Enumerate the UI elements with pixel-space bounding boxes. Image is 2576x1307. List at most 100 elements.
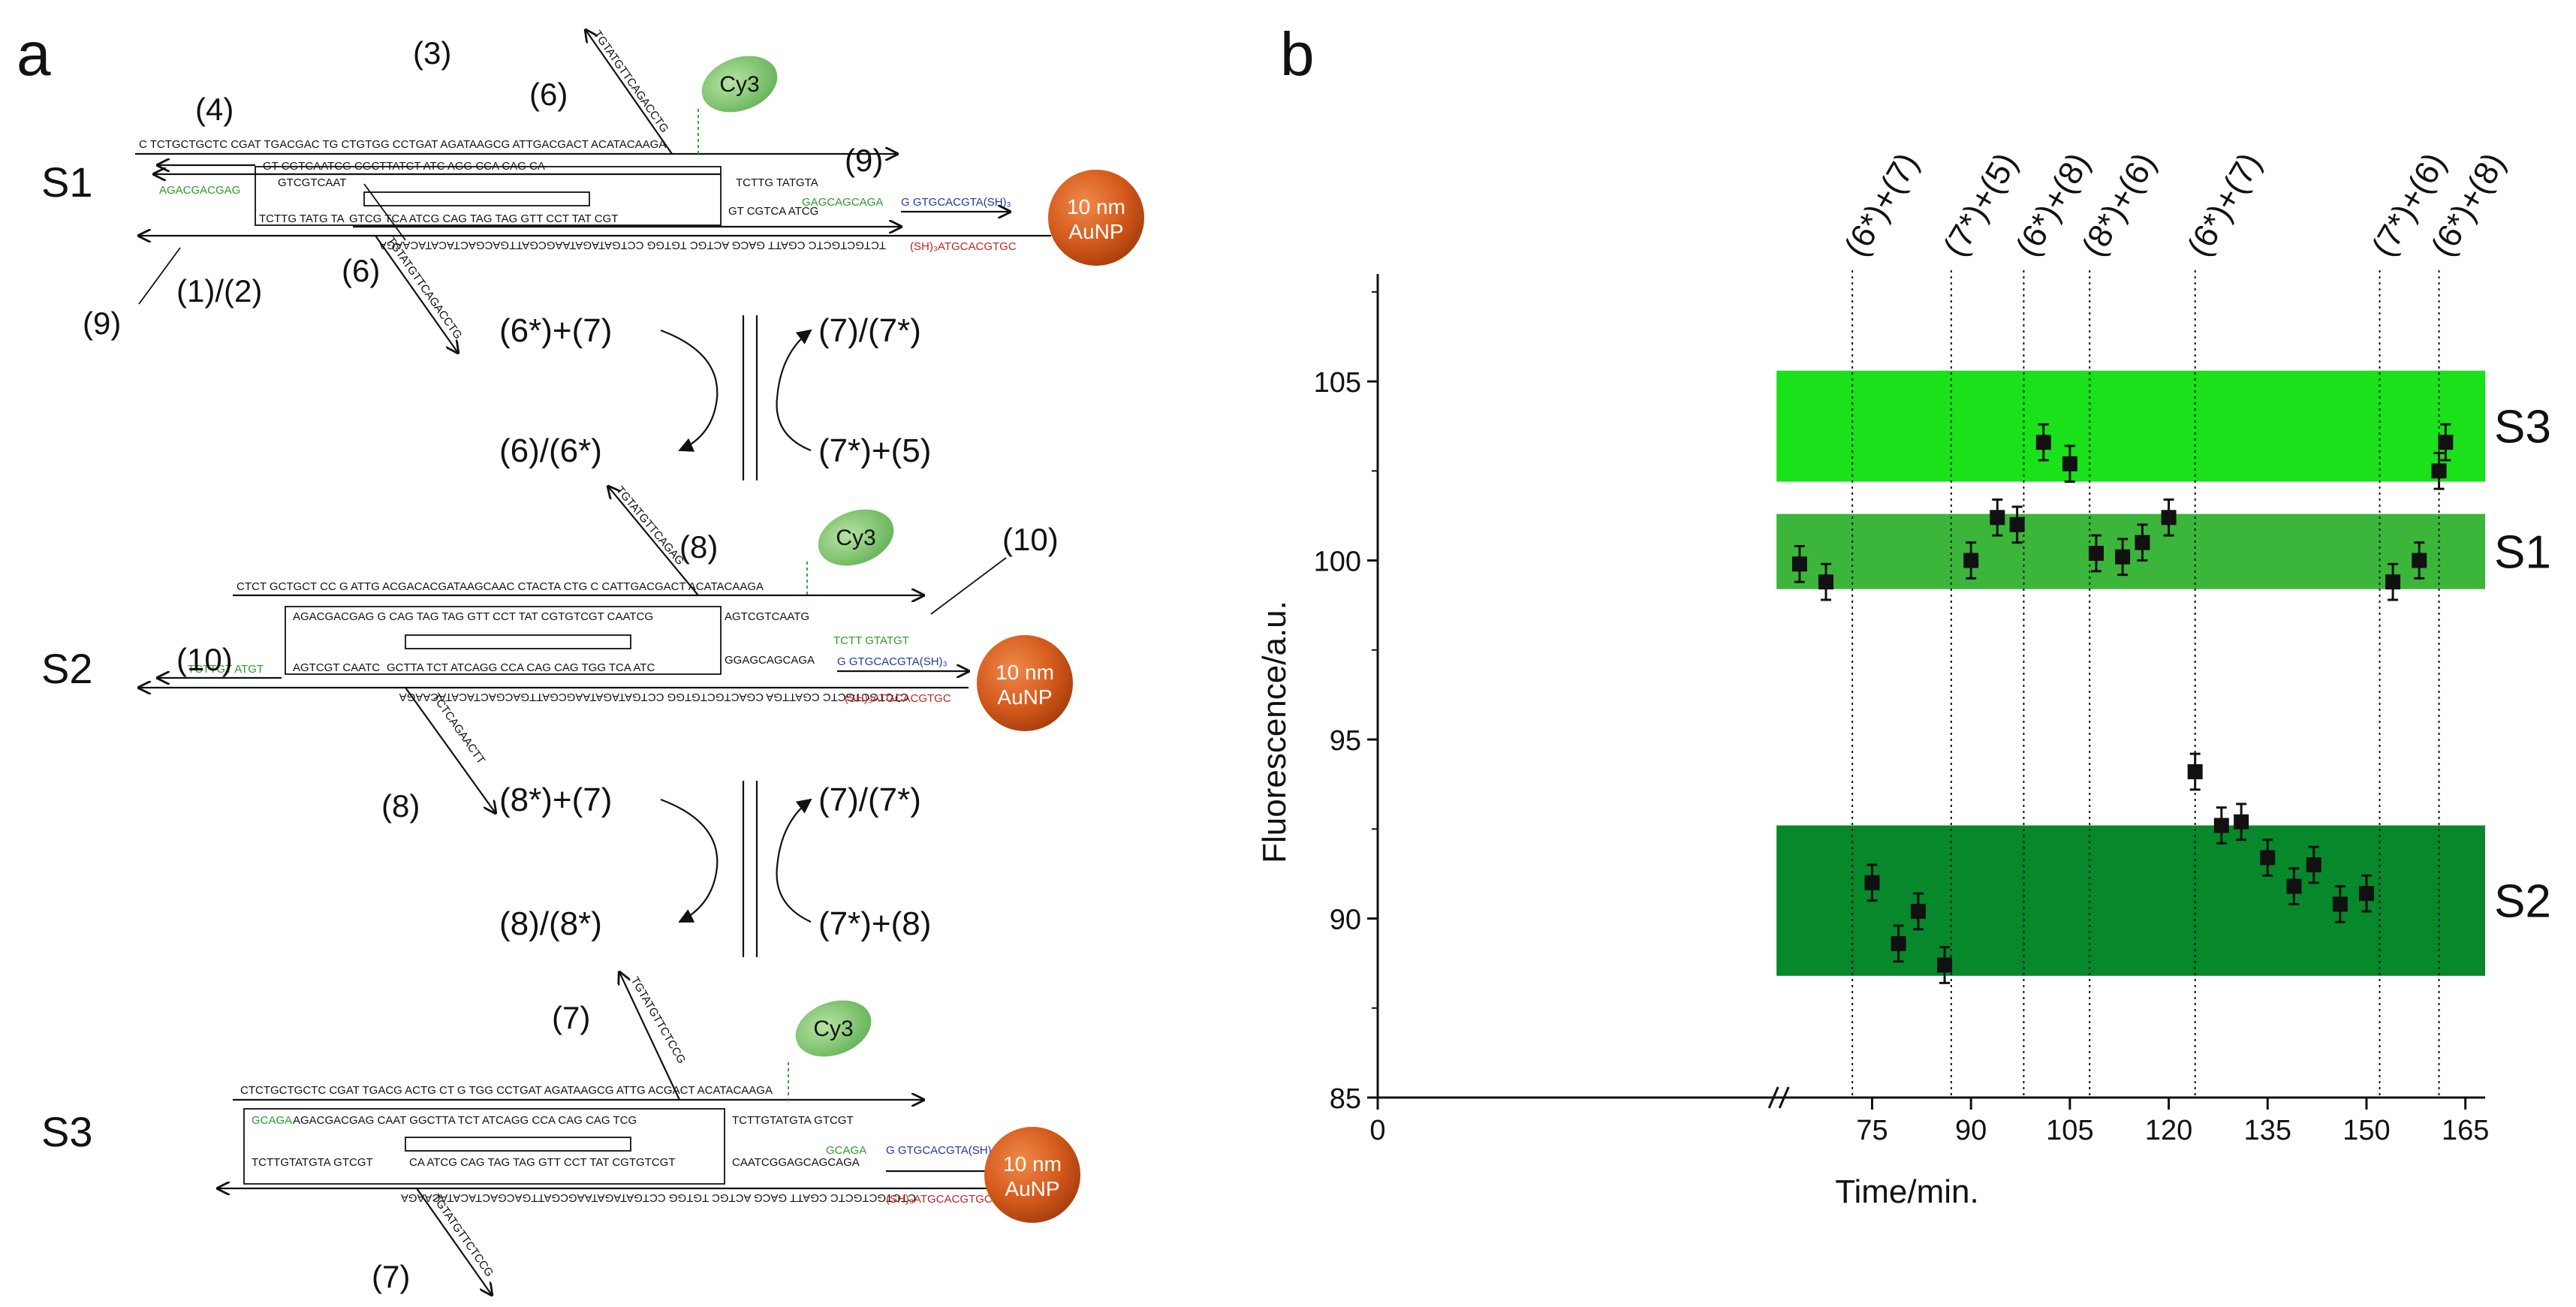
data-point (1891, 935, 1906, 951)
y-tick-label: 105 (1314, 367, 1361, 399)
axis-break-mark (1767, 1086, 1779, 1109)
cy3-label: Cy3 (836, 526, 875, 550)
diagonal-down-strand (375, 235, 458, 353)
top-sequence: CTCTGCTGCTC CGAT TGACG ACTG CT G TGG CCT… (240, 1084, 773, 1097)
inner-top-sequence: GT CGTCAATCG CGCTTATCT ATC AGG CCA CAG C… (263, 160, 545, 173)
axis-break-mark (1778, 1086, 1790, 1109)
green-left-sequence: GCAGA (252, 1114, 292, 1127)
diagonal-down-strand (405, 687, 496, 813)
panel-a: a S1 C TCTGCTGCTC CGAT TGACGAC TG CTGTGG… (17, 20, 1144, 1295)
data-point (1963, 553, 1979, 568)
data-point (2088, 546, 2104, 562)
domain-label: (10) (176, 642, 233, 677)
data-point (2035, 435, 2051, 450)
data-point (2062, 456, 2077, 471)
data-point (2115, 549, 2131, 565)
domain-box (405, 1137, 631, 1152)
diagonal-up-sequence: TGTATGTTCTCCG (628, 975, 688, 1066)
domain-label: (6) (529, 77, 568, 112)
domain-label: (8) (381, 788, 420, 824)
x-tick-label: 75 (1856, 1115, 1888, 1146)
np-name-label: AuNP (1068, 220, 1123, 243)
inner-right-sequence: TCTTG TATGTA (736, 176, 818, 189)
cycle-output-right: (7)/(7*) (818, 781, 921, 818)
x-tick-label: 90 (1955, 1115, 1987, 1146)
inner-top-sequence: AGACGACGAG G CAG TAG TAG GTT CCT TAT CGT… (293, 610, 653, 623)
band-label: S3 (2494, 402, 2551, 453)
strand-exchange-cycle-2: (8*)+(7) (7)/(7*) (8)/(8*) (7*)+(8) (499, 781, 931, 957)
data-point (2213, 818, 2229, 833)
domain-box (405, 634, 631, 649)
green-right-sequence: TCTT GTATGT (833, 634, 909, 647)
x-tick-label: 135 (2244, 1115, 2291, 1146)
gold-nanoparticle (984, 1127, 1080, 1223)
inner-tail-sequence: GT CGTCA ATCG (728, 205, 818, 218)
inner-tail-sequence: GGAGCAGCAGA (725, 654, 815, 667)
gold-nanoparticle (977, 635, 1073, 731)
cy3-dye (795, 1000, 872, 1057)
data-point (1791, 556, 1807, 572)
data-point (2234, 814, 2249, 830)
diagonal-up-strand (619, 972, 680, 1101)
curved-arrow-right (776, 329, 812, 452)
np-size-label: 10 nm (1067, 195, 1125, 218)
blue-sequence: G GTGCACGTA(SH)₃ (886, 1144, 996, 1157)
inner-mid-sequence: GTCGTCAAT (278, 176, 346, 189)
band-label: S2 (2494, 876, 2551, 928)
red-sequence: (SH)₃ATGCACGTGC (886, 1193, 993, 1206)
band-label: S1 (2494, 527, 2551, 579)
domain-label: (8) (679, 529, 718, 565)
structure-s3: S3 CTCTGCTGCTC CGAT TGACG ACTG CT G TGG … (41, 972, 1080, 1295)
inner-left-sequence: TCTTGTATGTA GTCGT (252, 1156, 373, 1169)
domain-label: (9) (845, 143, 883, 178)
diagonal-up-sequence: TGTATGTTCAGAG (613, 484, 686, 568)
panel-b-label: b (1280, 20, 1315, 89)
diagonal-up-sequence: TGTATGTTCAGACCTG (591, 29, 671, 135)
bottom-sequence: TCTGCTGCTC CGATT GACG ACTGC TGTGG CCTGAT… (379, 239, 886, 251)
state-band (1776, 370, 2485, 482)
leader-line-3 (363, 183, 406, 241)
data-point (2431, 463, 2447, 479)
data-point (1910, 903, 1926, 919)
x-tick-label: 120 (2145, 1115, 2192, 1146)
leader-line-10 (930, 557, 1007, 615)
np-size-label: 10 nm (1003, 1152, 1062, 1176)
data-point (2286, 878, 2302, 894)
domain-label: (3) (413, 35, 451, 71)
data-point (2385, 574, 2401, 590)
curved-arrow-left (660, 329, 719, 452)
y-tick-label: 100 (1314, 547, 1361, 578)
bottom-sequence: CTCTGCTGCTC CGATTGA CGACTGCTGTGG CCTGATA… (399, 691, 908, 703)
structure-label: S2 (41, 645, 93, 692)
data-point (2009, 516, 2025, 532)
domain-label: (9) (83, 306, 121, 341)
data-point (2187, 763, 2203, 779)
curved-arrow-right (776, 798, 812, 923)
inner-right-sequence: TCTTGTATGTA GTCGT (732, 1114, 854, 1127)
bottom-sequence: CTCTGCTGCTC CGATT GACG ACTGC TGTGG CCTGA… (401, 1191, 916, 1204)
green-right-sequence: GAGCAGCAGA (802, 196, 883, 209)
duplex-box (243, 1108, 725, 1185)
domain-label: (7) (552, 1000, 590, 1035)
domain-label: (4) (195, 92, 233, 127)
domain-3-box (363, 191, 590, 206)
x-tick-label: 150 (2343, 1115, 2390, 1146)
inner-right-sequence: AGTCGTCAATG (725, 610, 809, 623)
y-axis-label: Fluorescence/a.u. (1256, 601, 1293, 863)
strand-exchange-cycle-1: (6*)+(7) (7)/(7*) (6)/(6*) (7*)+(5) (499, 312, 931, 480)
inner-left-sequence: TCTTG TATG TA (259, 212, 345, 225)
data-point (2332, 896, 2348, 912)
cycle-input-left: (6*)+(7) (499, 312, 612, 349)
inner-left-sequence: AGTCGT CAATC (293, 661, 380, 674)
cy3-dye (701, 56, 778, 113)
inner-bottom-sequence: GTCG TCA ATCG CAG TAG TAG GTT CCT TAT CG… (349, 212, 618, 225)
x-axis-label: Time/min. (1835, 1173, 1979, 1210)
data-point (2161, 510, 2177, 526)
data-point (2438, 435, 2454, 450)
cycle-input-right: (7*)+(8) (818, 905, 931, 942)
